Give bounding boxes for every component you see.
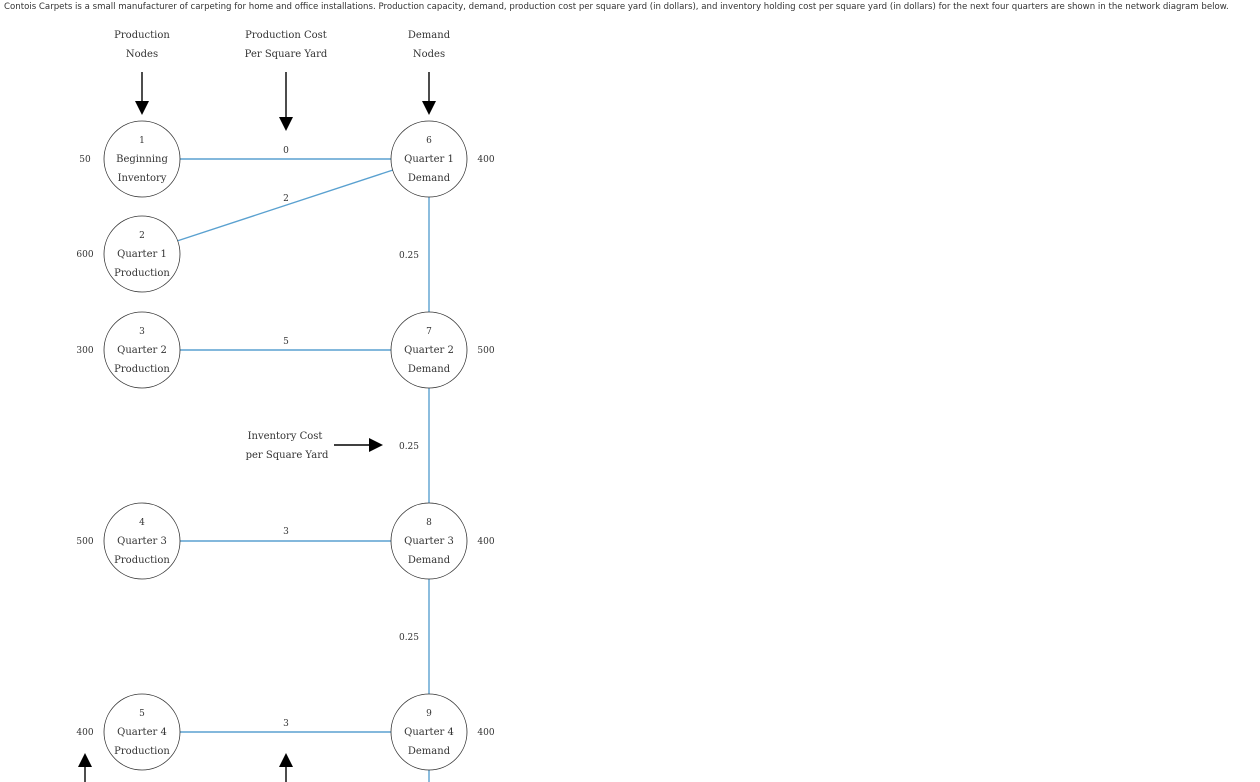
production-arc-3-7: 5 bbox=[180, 337, 391, 351]
production-arc-1-6: 0 bbox=[180, 146, 391, 160]
node-circle bbox=[103, 215, 181, 293]
header-production-nodes-1: Production bbox=[114, 30, 170, 41]
node-label-line1: Quarter 3 bbox=[117, 536, 167, 547]
inventory-arc-7-8: 0.25 bbox=[399, 388, 430, 503]
inventory-cost-label-1: Inventory Cost bbox=[248, 431, 323, 442]
node-label-line1: Quarter 4 bbox=[117, 727, 167, 738]
arc-cost-label: 0 bbox=[283, 146, 289, 156]
node-label-line2: Production bbox=[114, 746, 170, 757]
node-capacity: 500 bbox=[76, 537, 93, 547]
arc-line bbox=[176, 169, 394, 242]
production-node-1: 1 Beginning Inventory 50 bbox=[79, 120, 181, 198]
arc-cost-label: 5 bbox=[283, 337, 289, 347]
header-production-nodes-2: Nodes bbox=[126, 49, 158, 60]
arc-cost-label: 2 bbox=[283, 194, 289, 204]
production-arc-5-9: 3 bbox=[180, 719, 391, 733]
inventory-arc-8-9: 0.25 bbox=[399, 579, 430, 694]
demand-node-9: 9 Quarter 4 Demand 400 bbox=[390, 693, 495, 771]
node-label-line2: Demand bbox=[408, 173, 451, 184]
node-id: 7 bbox=[426, 327, 432, 337]
production-node-3: 3 Quarter 2 Production 300 bbox=[76, 311, 181, 389]
node-demand: 500 bbox=[477, 346, 494, 356]
arc-cost-label: 3 bbox=[283, 719, 289, 729]
node-label-line2: Production bbox=[114, 268, 170, 279]
node-circle bbox=[390, 693, 468, 771]
node-id: 2 bbox=[139, 231, 145, 241]
header-production-cost-2: Per Square Yard bbox=[245, 49, 328, 60]
node-circle bbox=[103, 311, 181, 389]
production-node-2: 2 Quarter 1 Production 600 bbox=[76, 215, 181, 293]
node-label-line1: Beginning bbox=[116, 154, 168, 165]
node-label-line1: Quarter 2 bbox=[404, 345, 454, 356]
node-label-line1: Quarter 4 bbox=[404, 727, 454, 738]
demand-node-8: 8 Quarter 3 Demand 400 bbox=[390, 502, 495, 580]
node-circle bbox=[390, 120, 468, 198]
node-capacity: 600 bbox=[76, 250, 93, 260]
node-label-line2: Demand bbox=[408, 555, 451, 566]
demand-node-7: 7 Quarter 2 Demand 500 bbox=[390, 311, 495, 389]
production-node-5: 5 Quarter 4 Production 400 bbox=[76, 693, 181, 771]
node-label-line2: Inventory bbox=[118, 173, 167, 184]
node-label-line1: Quarter 3 bbox=[404, 536, 454, 547]
production-node-4: 4 Quarter 3 Production 500 bbox=[76, 502, 181, 580]
inventory-arc-6-7: 0.25 bbox=[399, 197, 430, 312]
node-demand: 400 bbox=[477, 728, 494, 738]
node-label-line2: Production bbox=[114, 364, 170, 375]
production-arc-2-6: 2 bbox=[176, 169, 394, 242]
header-demand-nodes-2: Nodes bbox=[413, 49, 445, 60]
arc-cost-label: 0.25 bbox=[399, 251, 419, 261]
node-id: 8 bbox=[426, 518, 432, 528]
node-circle bbox=[103, 502, 181, 580]
inventory-cost-label-2: per Square Yard bbox=[246, 450, 329, 461]
node-demand: 400 bbox=[477, 537, 494, 547]
production-arc-4-8: 3 bbox=[180, 527, 391, 542]
node-capacity: 400 bbox=[76, 728, 93, 738]
node-label-line1: Quarter 1 bbox=[117, 249, 167, 260]
node-circle bbox=[103, 693, 181, 771]
node-label-line2: Demand bbox=[408, 364, 451, 375]
node-demand: 400 bbox=[477, 155, 494, 165]
node-id: 1 bbox=[139, 136, 145, 146]
arc-cost-label: 3 bbox=[283, 527, 289, 537]
node-id: 3 bbox=[139, 327, 145, 337]
node-id: 6 bbox=[426, 136, 432, 146]
node-circle bbox=[103, 120, 181, 198]
node-label-line2: Production bbox=[114, 555, 170, 566]
arc-cost-label: 0.25 bbox=[399, 442, 419, 452]
node-circle bbox=[390, 502, 468, 580]
intro-text: Contois Carpets is a small manufacturer … bbox=[4, 2, 1229, 12]
demand-node-6: 6 Quarter 1 Demand 400 bbox=[390, 120, 495, 198]
node-label-line2: Demand bbox=[408, 746, 451, 757]
arc-cost-label: 0.25 bbox=[399, 633, 419, 643]
node-id: 4 bbox=[139, 518, 145, 528]
node-capacity: 50 bbox=[79, 155, 91, 165]
node-label-line1: Quarter 1 bbox=[404, 154, 454, 165]
node-label-line1: Quarter 2 bbox=[117, 345, 167, 356]
node-id: 9 bbox=[426, 709, 432, 719]
node-id: 5 bbox=[139, 709, 145, 719]
header-demand-nodes-1: Demand bbox=[408, 30, 451, 41]
header-production-cost-1: Production Cost bbox=[245, 30, 327, 41]
node-circle bbox=[390, 311, 468, 389]
node-capacity: 300 bbox=[76, 346, 93, 356]
